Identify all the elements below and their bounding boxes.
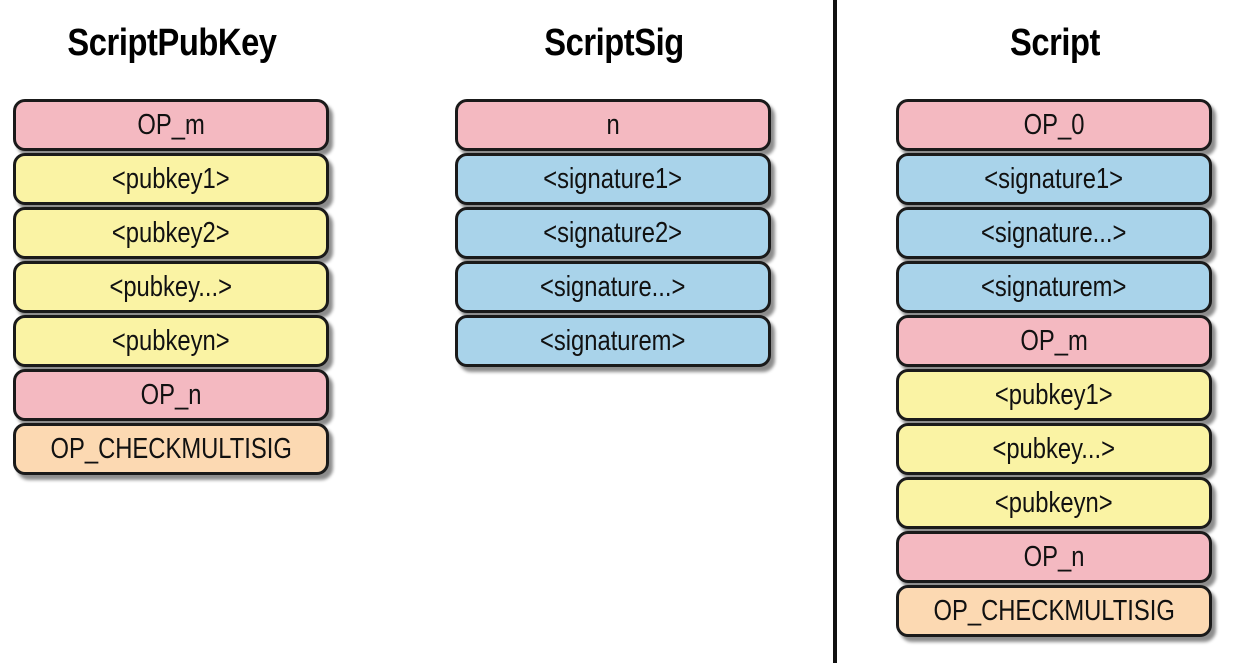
- stack-item-label: OP_n: [140, 378, 202, 411]
- stack-item-pubkeyn: <pubkeyn>: [896, 477, 1212, 529]
- stack-item-signaturem: <signaturem>: [896, 261, 1212, 313]
- stack-item-signature2: <signature2>: [455, 207, 771, 259]
- script-stack: OP_0 <signature1> <signature...> <signat…: [896, 99, 1214, 639]
- stack-item-op-n: OP_n: [896, 531, 1212, 583]
- script-title: Script: [1009, 22, 1101, 64]
- stack-item-label: <pubkey...>: [992, 432, 1116, 465]
- scriptpubkey-stack: OP_m <pubkey1> <pubkey2> <pubkey...> <pu…: [13, 99, 331, 477]
- stack-item-label: <pubkeyn>: [995, 486, 1113, 519]
- scriptpubkey-title: ScriptPubKey: [67, 22, 277, 64]
- stack-item-signaturem: <signaturem>: [455, 315, 771, 367]
- stack-item-label: OP_n: [1023, 540, 1085, 573]
- stack-item-signature1: <signature1>: [896, 153, 1212, 205]
- scriptsig-stack: n <signature1> <signature2> <signature..…: [455, 99, 773, 369]
- stack-item-signature-ellipsis: <signature...>: [455, 261, 771, 313]
- stack-item-label: <signaturem>: [540, 324, 686, 357]
- stack-item-label: OP_CHECKMULTISIG: [50, 432, 292, 465]
- stack-item-op-checkmultisig: OP_CHECKMULTISIG: [896, 585, 1212, 637]
- stack-item-label: OP_CHECKMULTISIG: [933, 594, 1175, 627]
- stack-item-pubkey1: <pubkey1>: [896, 369, 1212, 421]
- stack-item-label: n: [606, 108, 620, 141]
- stack-item-pubkey-ellipsis: <pubkey...>: [13, 261, 329, 313]
- stack-item-label: <pubkeyn>: [112, 324, 230, 357]
- stack-item-label: <signature1>: [543, 162, 683, 195]
- stack-item-label: OP_0: [1023, 108, 1085, 141]
- stack-item-pubkey1: <pubkey1>: [13, 153, 329, 205]
- scriptsig-title: ScriptSig: [544, 22, 684, 64]
- stack-item-label: <signaturem>: [981, 270, 1127, 303]
- stack-item-label: <signature2>: [543, 216, 683, 249]
- stack-item-pubkey-ellipsis: <pubkey...>: [896, 423, 1212, 475]
- stack-item-label: <signature...>: [540, 270, 686, 303]
- stack-item-signature-ellipsis: <signature...>: [896, 207, 1212, 259]
- stack-item-op-0: OP_0: [896, 99, 1212, 151]
- stack-item-op-checkmultisig: OP_CHECKMULTISIG: [13, 423, 329, 475]
- stack-item-op-m: OP_m: [896, 315, 1212, 367]
- stack-item-label: OP_m: [137, 108, 205, 141]
- stack-item-signature1: <signature1>: [455, 153, 771, 205]
- stack-item-pubkey2: <pubkey2>: [13, 207, 329, 259]
- stack-item-label: OP_m: [1020, 324, 1088, 357]
- stack-item-pubkeyn: <pubkeyn>: [13, 315, 329, 367]
- stack-item-label: <pubkey1>: [112, 162, 230, 195]
- stack-item-label: <pubkey1>: [995, 378, 1113, 411]
- stack-item-label: <signature1>: [984, 162, 1124, 195]
- stack-item-label: <pubkey...>: [109, 270, 233, 303]
- stack-item-op-m: OP_m: [13, 99, 329, 151]
- stack-item-op-n: OP_n: [13, 369, 329, 421]
- stack-item-n: n: [455, 99, 771, 151]
- stack-item-label: <signature...>: [981, 216, 1127, 249]
- stack-item-label: <pubkey2>: [112, 216, 230, 249]
- column-divider: [833, 0, 837, 663]
